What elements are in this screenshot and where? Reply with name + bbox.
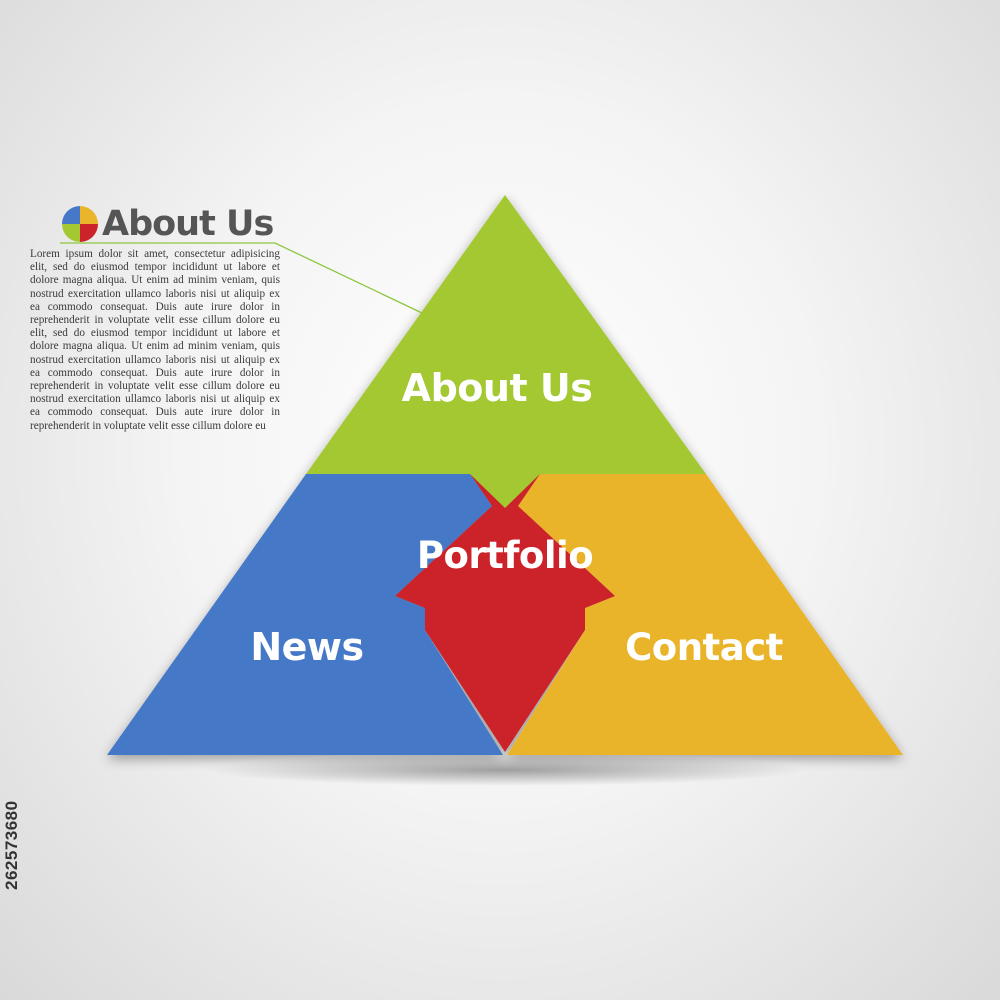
segment-label-about-us: About Us bbox=[402, 366, 593, 410]
stock-id-label: 262573680 bbox=[2, 800, 21, 890]
segment-contact[interactable] bbox=[507, 474, 903, 755]
segment-news[interactable] bbox=[107, 474, 503, 755]
segment-label-portfolio: Portfolio bbox=[417, 534, 593, 577]
segment-portfolio[interactable] bbox=[306, 474, 706, 752]
segment-label-contact: Contact bbox=[625, 626, 783, 669]
about-us-body-text: Lorem ipsum dolor sit amet, consectetur … bbox=[30, 248, 280, 432]
segment-label-news: News bbox=[250, 625, 363, 669]
callout-connector-line bbox=[60, 242, 423, 314]
pyramid-floor-shadow bbox=[205, 754, 805, 786]
segment-about-us[interactable] bbox=[306, 195, 706, 508]
about-us-heading: About Us bbox=[102, 204, 274, 244]
segmented-circle-logo-icon bbox=[62, 206, 98, 242]
